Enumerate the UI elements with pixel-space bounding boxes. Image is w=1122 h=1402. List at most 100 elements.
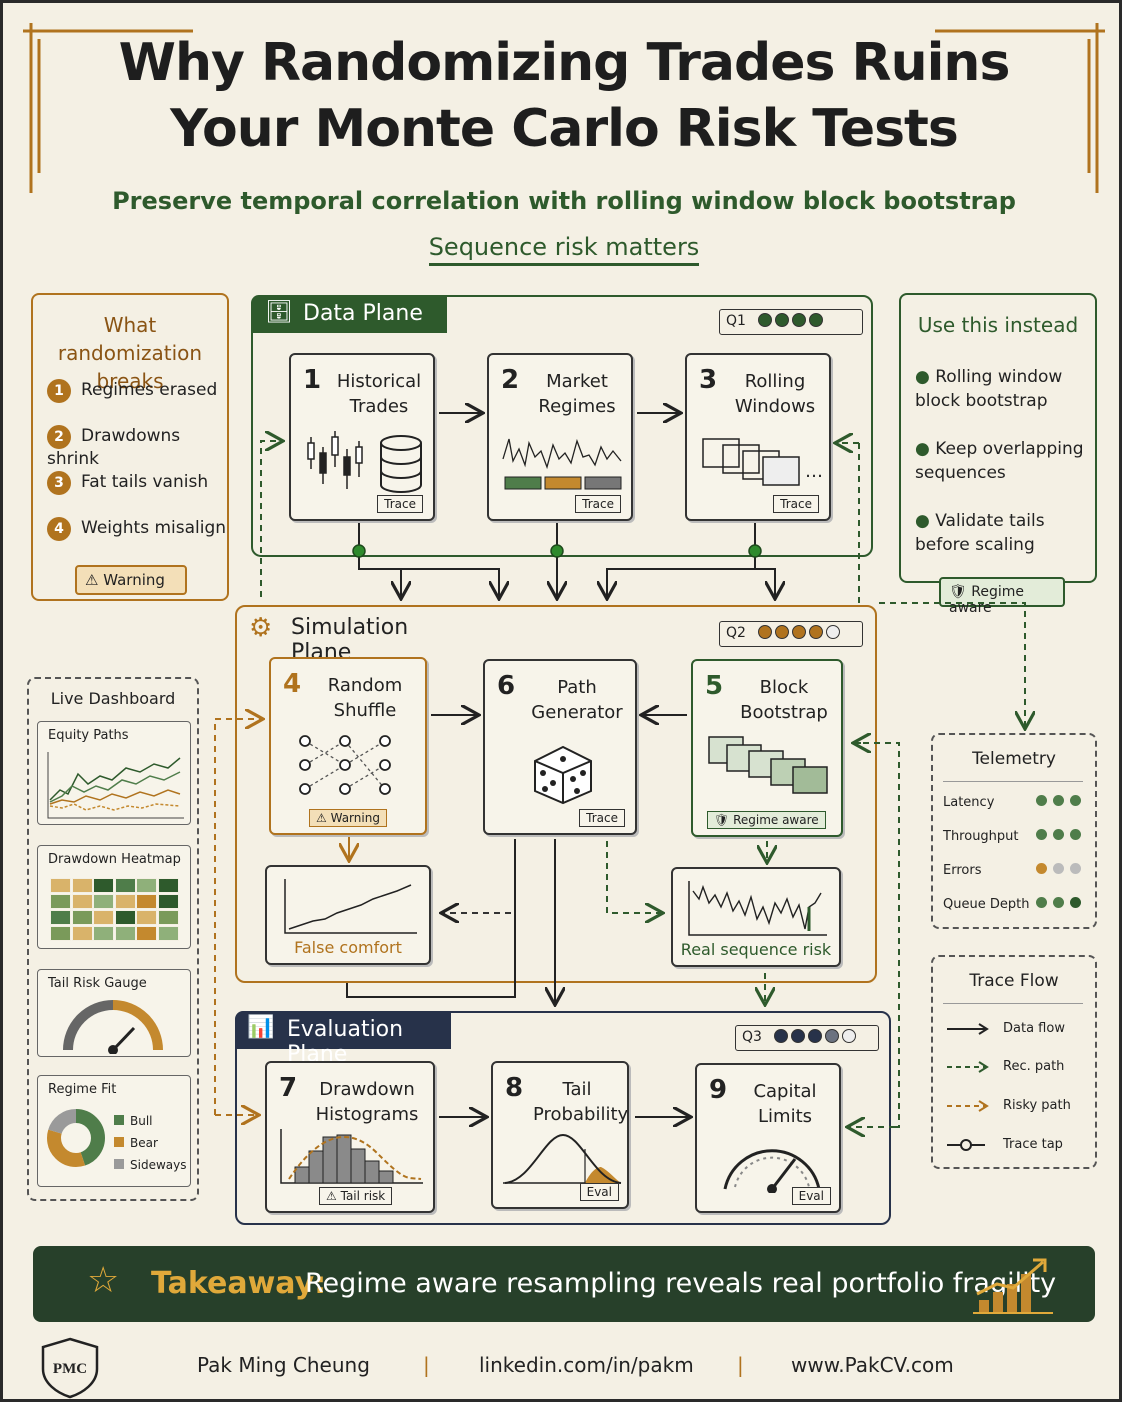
recommendation-text: Validate tails before scaling — [915, 511, 1045, 555]
heatmap-cell — [136, 910, 158, 925]
svg-text:…: … — [805, 461, 823, 482]
queue-indicator-q3: Q3 — [735, 1025, 879, 1051]
footer-separator: | — [423, 1353, 430, 1377]
drawdown-heatmap-card[interactable]: Drawdown Heatmap — [37, 845, 191, 949]
website-link[interactable]: www.PakCV.com — [791, 1353, 954, 1377]
trace-tag: Trace — [773, 495, 819, 513]
database-icon: 🗄 — [265, 300, 293, 325]
dice-icon — [534, 745, 592, 805]
heatmap-cell — [93, 894, 115, 909]
author-name: Pak Ming Cheung — [197, 1353, 370, 1377]
node-label: Historical Trades — [336, 371, 422, 417]
heatmap-cell — [50, 910, 71, 925]
node-drawdown-histograms[interactable]: 7 Drawdown Histograms ⚠ Tail risk — [265, 1061, 435, 1213]
tagline: Sequence risk matters — [3, 233, 1122, 266]
regime-aware-tag: 🛡 Regime aware — [707, 811, 826, 829]
drawdown-heatmap — [50, 878, 180, 942]
heatmap-cell — [71, 910, 93, 925]
level-dot — [825, 1029, 840, 1043]
legend-risky-path: Risky path — [1003, 1098, 1071, 1113]
tail-risk-gauge-card[interactable]: Tail Risk Gauge — [37, 969, 191, 1057]
level-dot — [808, 1029, 823, 1043]
linkedin-link[interactable]: linkedin.com/in/pakm — [479, 1353, 694, 1377]
recommendation-item: ● Validate tails before scaling — [915, 509, 1085, 557]
warning-label: Warning — [103, 571, 165, 589]
level-dot — [774, 1029, 789, 1043]
heatmap-cell — [114, 910, 136, 925]
node-label: Path Generator — [531, 677, 623, 723]
equity-paths-card[interactable]: Equity Paths — [37, 721, 191, 825]
node-market-regimes[interactable]: 2 Market Regimes Trace — [487, 353, 633, 521]
breaks-item-text: Regimes erased — [81, 380, 218, 400]
warning-icon: ⚠ — [316, 811, 327, 825]
regime-series-icon — [502, 438, 622, 490]
card-title: Equity Paths — [48, 728, 129, 743]
level-dot — [809, 625, 824, 639]
smooth-equity-chart-icon — [284, 879, 417, 934]
recommendation-text: Keep overlapping sequences — [915, 439, 1084, 483]
legend-sideways: Sideways — [114, 1154, 186, 1176]
node-tail-probability[interactable]: 8 Tail Probability Eval — [491, 1061, 629, 1209]
node-historical-trades[interactable]: 1 Historical Trades Trace — [289, 353, 435, 521]
real-sequence-risk-label: Real sequence risk — [680, 940, 832, 959]
legend-data-flow: Data flow — [1003, 1021, 1065, 1036]
heatmap-cell — [71, 894, 93, 909]
telemetry-row-throughput: Throughput — [943, 829, 1093, 844]
output-real-sequence-risk[interactable]: Real sequence risk — [671, 867, 841, 967]
heatmap-cell — [71, 926, 93, 941]
eval-tag: Eval — [791, 1187, 831, 1205]
warning-icon: ⚠ — [326, 1189, 337, 1203]
gear-icon: ⚙ — [249, 613, 273, 643]
heatmap-cell — [114, 878, 136, 893]
legend-rec-path: Rec. path — [1003, 1059, 1065, 1074]
node-rolling-windows[interactable]: 3 Rolling Windows … Trace — [685, 353, 831, 521]
node-number: 9 — [709, 1075, 728, 1105]
legend-trace-tap: Trace tap — [1003, 1137, 1063, 1152]
heatmap-cell — [158, 878, 179, 893]
shield-icon: 🛡 — [714, 813, 730, 827]
status-dots — [1030, 795, 1081, 810]
node-random-shuffle[interactable]: 4 Random Shuffle ⚠ Warning — [269, 657, 427, 835]
node-capital-limits[interactable]: 9 Capital Limits Eval — [695, 1063, 841, 1213]
breaks-heading: What randomization breaks — [57, 313, 203, 393]
legend-label: Sideways — [130, 1158, 187, 1172]
rolling-windows-icon: … — [702, 438, 823, 486]
title-line-2: Your Monte Carlo Risk Tests — [170, 99, 959, 159]
telemetry-panel: Telemetry Latency Throughput Errors Queu… — [931, 733, 1097, 929]
takeaway-banner: ☆ Takeaway: Regime aware resampling reve… — [33, 1246, 1095, 1322]
level-dot — [826, 625, 841, 639]
use-instead-panel: Use this instead ● Rolling window block … — [899, 293, 1097, 616]
status-dots — [1030, 863, 1081, 878]
evaluation-plane-header: 📊 Evaluation Plane — [235, 1011, 451, 1067]
node-label: Random Shuffle — [327, 675, 403, 721]
node-path-generator[interactable]: 6 Path Generator Trace — [483, 659, 637, 835]
node-number: 8 — [505, 1073, 524, 1103]
regime-fit-donut — [47, 1109, 105, 1167]
warning-icon: ⚠ — [85, 571, 99, 589]
heatmap-cell — [93, 926, 115, 941]
capital-gauge-icon — [723, 1149, 821, 1193]
warning-badge: ⚠ Warning — [75, 565, 187, 595]
warning-tag-label: Warning — [330, 811, 380, 825]
corner-ornaments — [23, 23, 1105, 193]
data-plane-label: Data Plane — [303, 301, 423, 326]
histogram-icon — [280, 1129, 423, 1184]
telemetry-label: Errors — [943, 863, 982, 878]
heatmap-cell — [93, 910, 115, 925]
output-false-comfort[interactable]: False comfort — [265, 865, 431, 965]
trace-tag: Trace — [575, 495, 621, 513]
node-block-bootstrap[interactable]: 5 Block Bootstrap 🛡 Regime aware — [691, 659, 843, 837]
heatmap-cell — [93, 878, 115, 893]
equity-paths-chart — [47, 752, 184, 819]
trace-flow-heading: Trace Flow — [969, 971, 1059, 991]
star-icon: ☆ — [87, 1260, 120, 1301]
tail-risk-gauge-icon — [63, 1000, 163, 1054]
takeaway-label: Takeaway: — [151, 1266, 327, 1301]
telemetry-label: Queue Depth — [943, 897, 1030, 912]
regime-fit-card[interactable]: Regime Fit Bull Bear Sideways — [37, 1075, 191, 1187]
telemetry-label: Latency — [943, 795, 995, 810]
swatch — [114, 1159, 124, 1169]
level-dot — [775, 313, 790, 327]
